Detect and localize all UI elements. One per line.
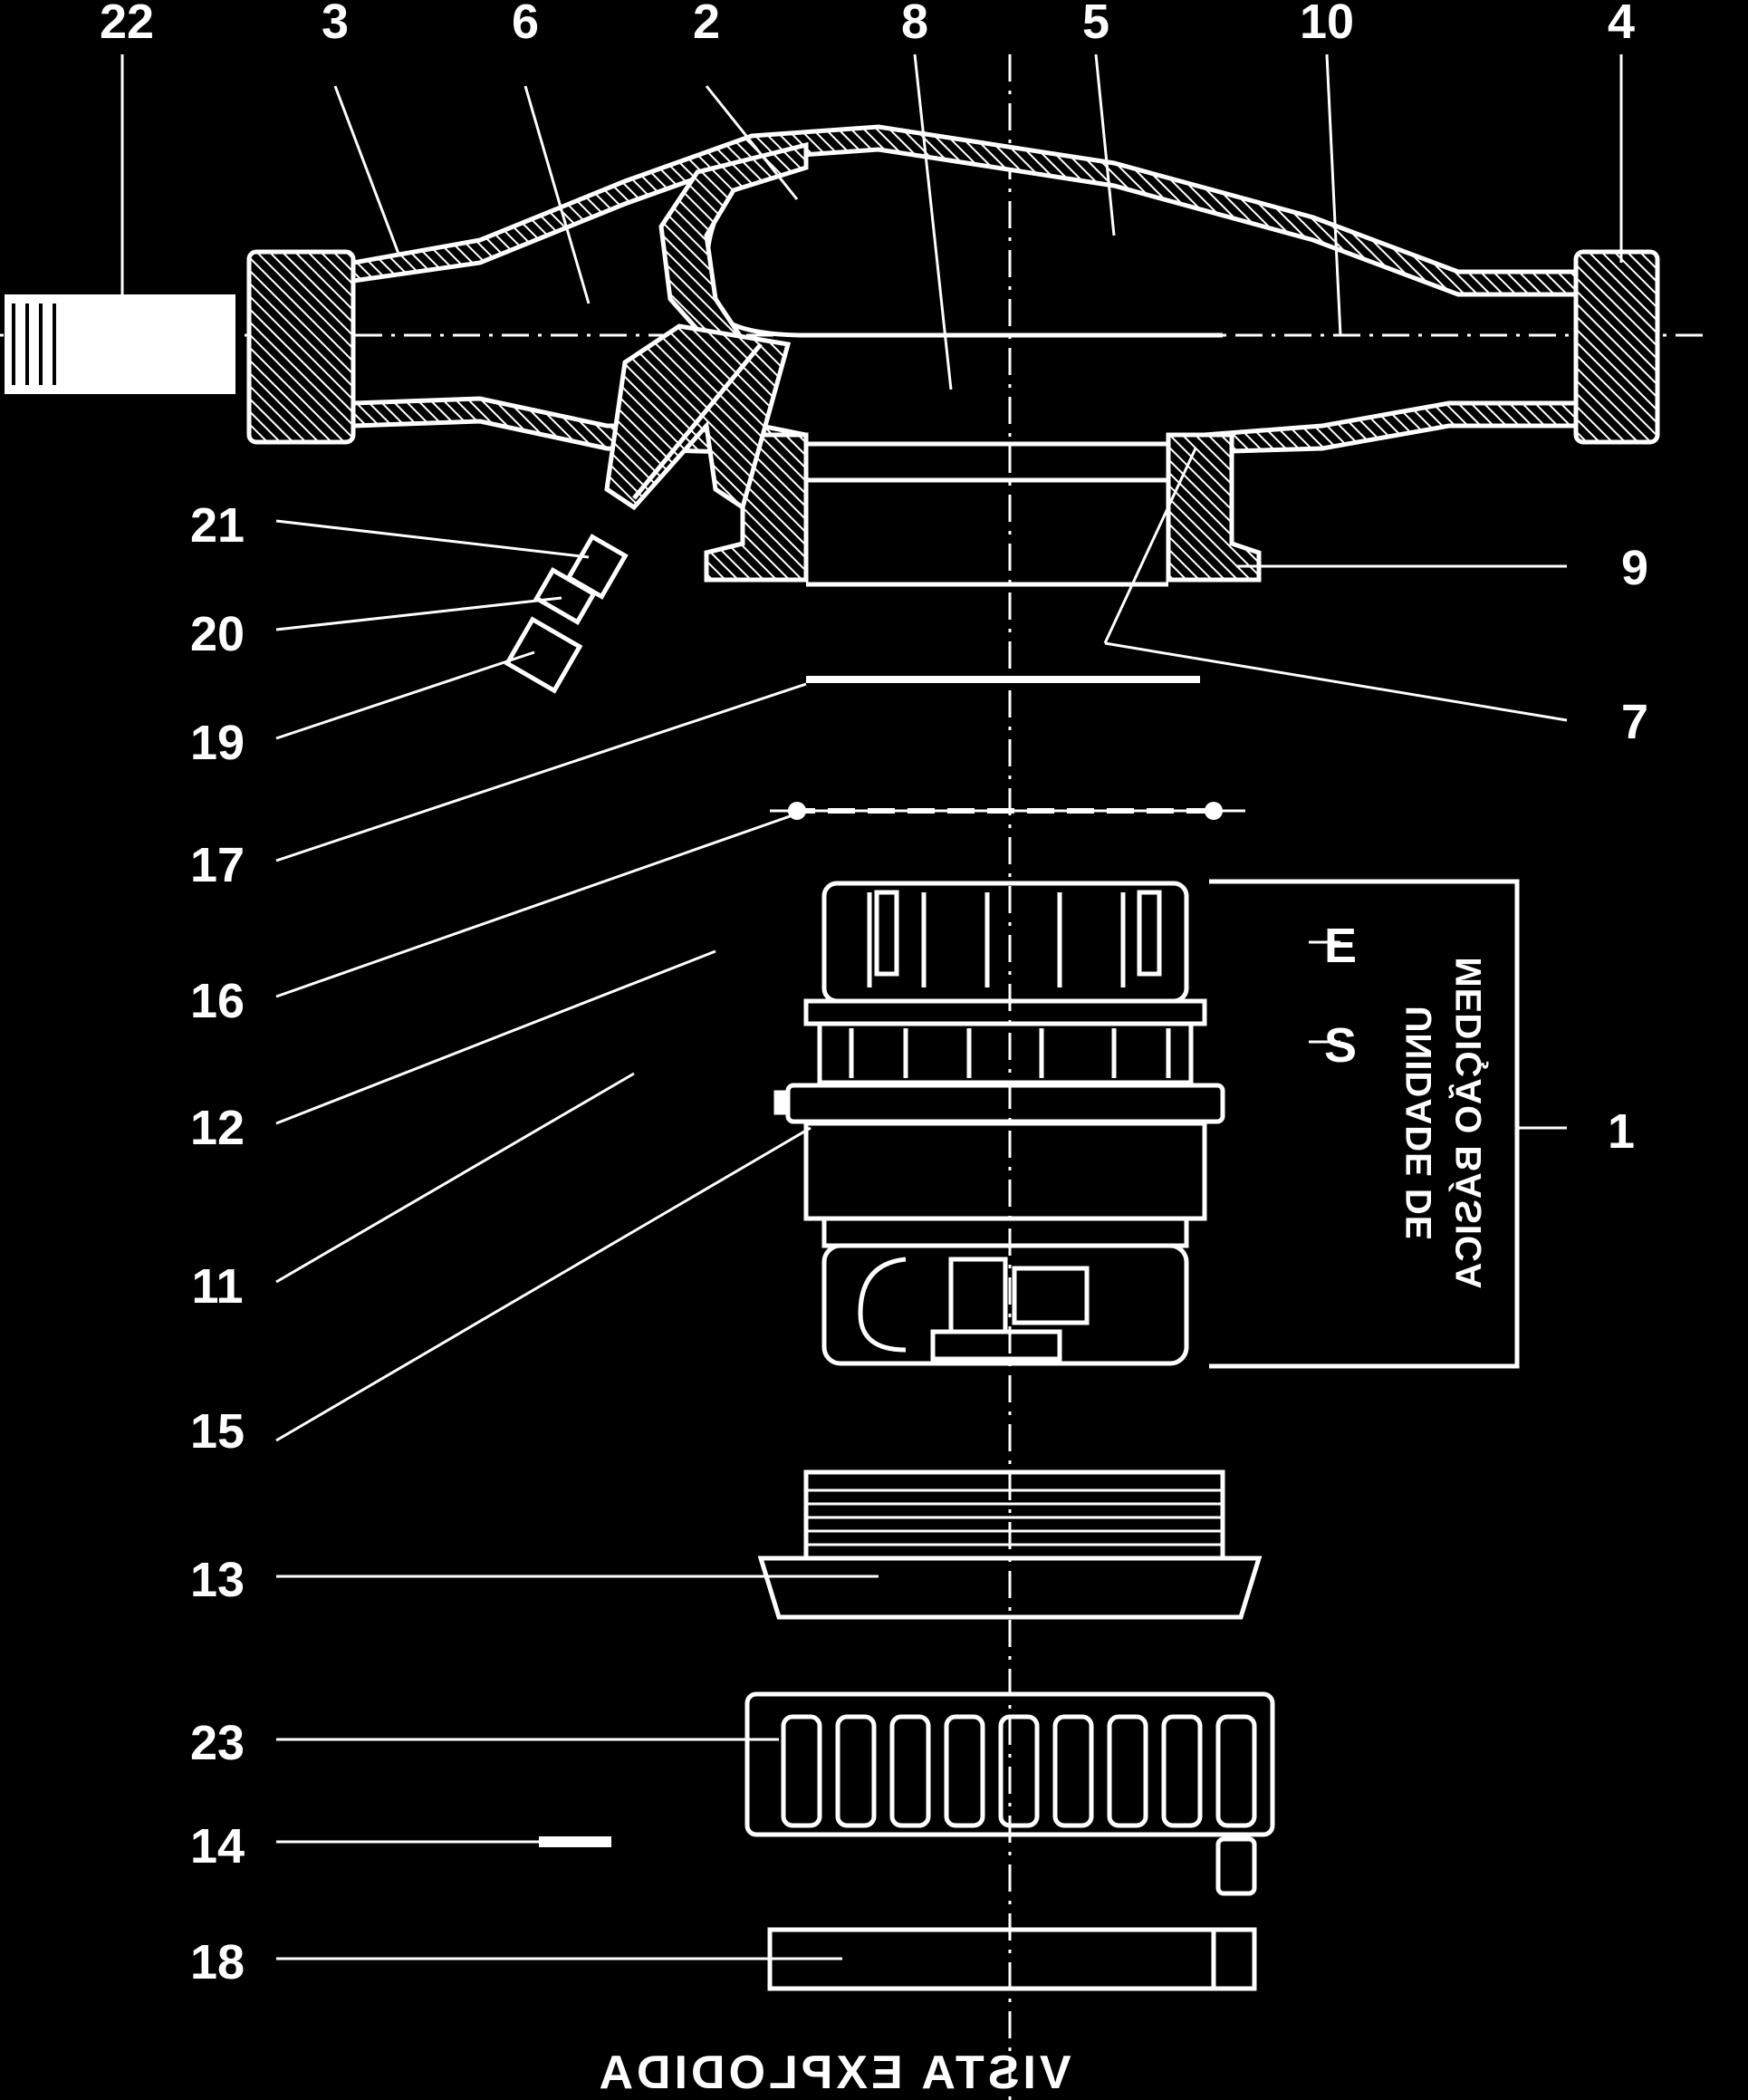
lid-hinge [1215,1836,1257,1896]
callout-6: 6 [512,0,539,49]
gear-block-a [1012,1266,1090,1325]
thread-base [757,1556,1263,1620]
body-upper-wall [351,124,1579,297]
register-mid [817,1021,1194,1085]
lid-body [744,1691,1275,1837]
callout-E: E [1324,919,1357,973]
callout-7: 7 [1621,695,1648,749]
callout-14: 14 [190,1819,245,1874]
callout-18: 18 [190,1935,245,1989]
callout-22: 22 [100,0,154,49]
caption: VISTA EXPLODIDA [595,2047,1071,2099]
part-21-plug [565,534,629,600]
callout-10: 10 [1300,0,1354,49]
plate-body [767,1927,1257,1991]
block-label-line1: UNIDADE DE [1399,1007,1439,1241]
caption-group: VISTA EXPLODIDA [595,2047,1071,2099]
callout-12: 12 [190,1101,245,1155]
callout-20: 20 [190,607,245,661]
strainer-body [5,294,235,394]
callout-4: 4 [1608,0,1635,49]
part-18-seal-plate [767,1927,1257,1991]
callout-labels: 22 3 6 2 8 5 10 4 21 20 19 17 16 15 11 1… [100,0,1648,1989]
adjustment-screw-parts [504,534,629,694]
part-13-threaded-ring [757,1469,1263,1620]
block-label-line2: MEDIÇÃO BÁSICA [1447,957,1489,1289]
callout-8: 8 [901,0,928,49]
callout-2: 2 [693,0,720,49]
adjustment-boss [604,323,792,511]
callout-16: 16 [190,974,245,1028]
part-15-cup [803,1121,1207,1221]
part-12-ring [785,1083,1225,1124]
part-23-lid [744,1691,1275,1896]
callout-11: 11 [191,1259,243,1314]
leader-lines [120,53,1623,1960]
block-label: UNIDADE DE MEDIÇÃO BÁSICA [1399,957,1489,1289]
part-11-tab [773,1090,790,1115]
callout-1: 1 [1608,1104,1635,1159]
meter-body [246,124,1660,587]
callout-13: 13 [190,1553,245,1607]
block-bracket [1209,879,1520,1369]
callout-9: 9 [1621,541,1648,595]
gear-block-c [930,1329,1062,1362]
adjustment-bore [632,342,763,500]
gear-block-b [948,1257,1008,1334]
cup-base [821,1243,1189,1366]
basic-measuring-unit [773,879,1520,1369]
callout-19: 19 [190,716,245,770]
gear-arc [858,1257,907,1353]
callout-15: 15 [190,1404,245,1459]
callout-3: 3 [322,0,349,49]
part-19-nut [504,616,583,694]
callout-21: 21 [190,498,245,553]
end-connector-right [1573,249,1660,445]
callout-17: 17 [190,838,245,892]
end-connector-left [246,249,356,445]
part-16-o-ring [770,802,1245,820]
register-flange [803,998,1207,1026]
part-22-strainer [5,294,235,394]
callout-23: 23 [190,1716,245,1770]
part-20-washer [533,566,597,626]
housing-wall-right [1166,432,1262,583]
callout-5: 5 [1082,0,1109,49]
callout-S: S [1324,1018,1357,1073]
cup-band [821,1216,1189,1248]
